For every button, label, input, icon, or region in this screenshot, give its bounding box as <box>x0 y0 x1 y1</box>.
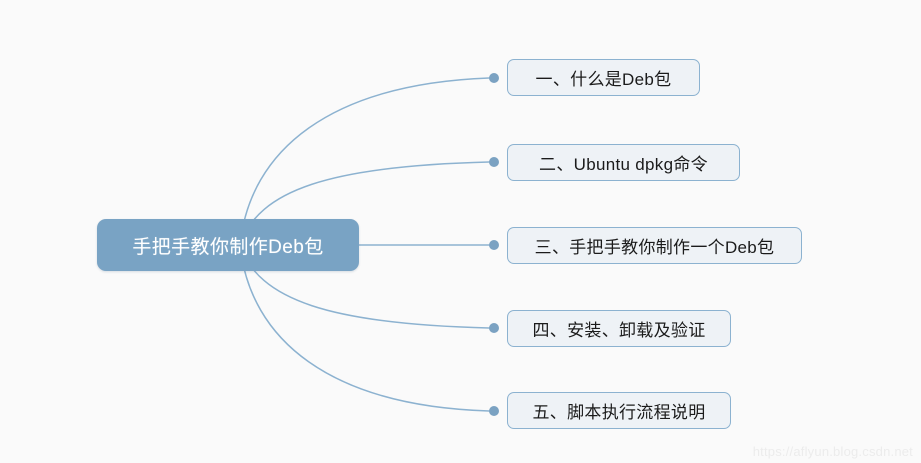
branch-node-4[interactable]: 四、安装、卸载及验证 <box>507 310 731 347</box>
branch-node-label: 三、手把手教你制作一个Deb包 <box>534 238 775 257</box>
connector-dot-3 <box>489 240 499 250</box>
connector-dot-2 <box>489 157 499 167</box>
branch-node-5[interactable]: 五、脚本执行流程说明 <box>507 392 731 429</box>
branch-node-3[interactable]: 三、手把手教你制作一个Deb包 <box>507 227 802 264</box>
watermark-text: https://aflyun.blog.csdn.net <box>752 444 913 459</box>
central-topic-node[interactable]: 手把手教你制作Deb包 <box>97 219 359 271</box>
branch-node-2[interactable]: 二、Ubuntu dpkg命令 <box>507 144 740 181</box>
connector-dot-5 <box>489 406 499 416</box>
branch-node-label: 二、Ubuntu dpkg命令 <box>539 155 708 174</box>
branch-node-1[interactable]: 一、什么是Deb包 <box>507 59 700 96</box>
connector-dot-1 <box>489 73 499 83</box>
connector-dot-4 <box>489 323 499 333</box>
branch-node-label: 一、什么是Deb包 <box>535 70 672 89</box>
central-topic-label: 手把手教你制作Deb包 <box>132 236 324 258</box>
branch-node-label: 四、安装、卸载及验证 <box>532 321 706 340</box>
branch-node-label: 五、脚本执行流程说明 <box>532 403 706 422</box>
